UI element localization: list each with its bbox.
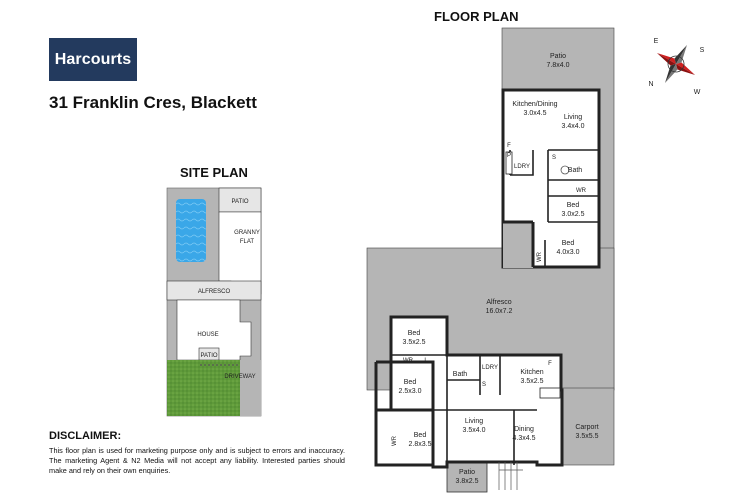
floor-plan: Patio 7.8x4.0 Kitchen/Dining 3.0x4.5 Liv… [366, 27, 615, 493]
bed-a-name: Bed [408, 330, 421, 337]
harcourts-logo: Harcourts [49, 38, 137, 81]
bed-c-dims: 2.8x3.5 [409, 441, 432, 448]
kitchen-dining-name: Kitchen/Dining [512, 101, 557, 108]
compass-n-label: N [648, 81, 653, 88]
kitchen-dims: 3.5x2.5 [521, 378, 544, 385]
dining-dims: 4.3x4.5 [513, 435, 536, 442]
site-patio-front-label: PATIO [200, 353, 217, 359]
compass-south-needle [676, 62, 696, 75]
kitchen-name: Kitchen [520, 369, 543, 376]
front-steps [498, 462, 523, 490]
site-plan-title: SITE PLAN [180, 165, 248, 180]
disclaimer-text: This floor plan is used for marketing pu… [49, 446, 345, 476]
site-patio-top-label: PATIO [231, 199, 248, 205]
bed-b-dims: 2.5x3.0 [399, 388, 422, 395]
compass-north-needle-shade [656, 53, 676, 66]
site-plan: PATIO GRANNY FLAT ALFRESCO HOUSE PATIO D… [166, 187, 262, 417]
compass-east-needle [674, 44, 687, 64]
carport-name: Carport [575, 424, 598, 431]
fridge-label: F [507, 143, 511, 149]
site-patio-top [218, 187, 262, 213]
living-name: Living [465, 418, 483, 425]
disclaimer-title: DISCLAIMER: [49, 430, 122, 442]
compass-west-needle-shade [665, 64, 678, 84]
fridge-pantry [505, 151, 513, 175]
alfresco-name: Alfresco [486, 299, 511, 306]
floor-plan-title: FLOOR PLAN [434, 9, 519, 24]
main-interior-walls [391, 354, 537, 465]
living-top-name: Living [564, 114, 582, 121]
shower-main-label: S [482, 382, 486, 388]
driveway [240, 360, 261, 416]
granny-flat-label-2: FLAT [240, 239, 255, 245]
front-patio-area [446, 461, 488, 493]
granny-notch [503, 222, 533, 268]
shower-top-label: S [552, 155, 556, 161]
wr-bed-c-label: WR [392, 435, 398, 446]
pool [176, 199, 206, 262]
dining-name: Dining [514, 426, 534, 433]
compass-e-label: E [654, 38, 659, 45]
wr-granny-label: WR [537, 251, 543, 262]
patio-front-dims: 3.8x2.5 [456, 478, 479, 485]
compass-s-label: S [700, 47, 705, 54]
pantry-label: P [507, 153, 511, 159]
kitchen-dining-dims: 3.0x4.5 [524, 110, 547, 117]
patio-top-dims: 7.8x4.0 [547, 62, 570, 69]
wr-main-label: WR [403, 358, 414, 364]
house-label: HOUSE [197, 332, 218, 338]
compass-rose [656, 44, 696, 84]
granny-flat-label-1: GRANNY [234, 230, 260, 236]
compass-w-label: W [694, 89, 701, 96]
patio-top-name: Patio [550, 53, 566, 60]
site-alfresco-label: ALFRESCO [198, 289, 231, 295]
fridge-main-label: F [548, 361, 552, 367]
patio-front-name: Patio [459, 469, 475, 476]
bed-top2-name: Bed [562, 240, 575, 247]
bath-fixture [560, 165, 570, 175]
bed-b-name: Bed [404, 379, 417, 386]
carport-dims: 3.5x5.5 [576, 433, 599, 440]
lawn [167, 360, 240, 416]
bed-top1-name: Bed [567, 202, 580, 209]
property-address: 31 Franklin Cres, Blackett [49, 93, 257, 112]
ldry-main-label: LDRY [482, 365, 498, 371]
living-dims: 3.5x4.0 [463, 427, 486, 434]
wr-top-label: WR [576, 188, 587, 194]
ldry-top-label: LDRY [514, 164, 530, 170]
bath-main-name: Bath [453, 371, 468, 378]
bed-a-dims: 3.5x2.5 [403, 339, 426, 346]
alfresco-dims: 16.0x7.2 [486, 308, 513, 315]
bath-top-name: Bath [568, 167, 583, 174]
linen-label: L [424, 358, 428, 364]
living-top-dims: 3.4x4.0 [562, 123, 585, 130]
logo-text: Harcourts [54, 50, 132, 68]
kitchen-bench [539, 387, 561, 399]
compass-ring [667, 55, 685, 73]
bed-top1-dims: 3.0x2.5 [562, 211, 585, 218]
bed-c-name: Bed [414, 432, 427, 439]
bed-c-walls [374, 362, 433, 467]
bed-top2-dims: 4.0x3.0 [557, 249, 580, 256]
driveway-label: DRIVEWAY [224, 374, 255, 380]
